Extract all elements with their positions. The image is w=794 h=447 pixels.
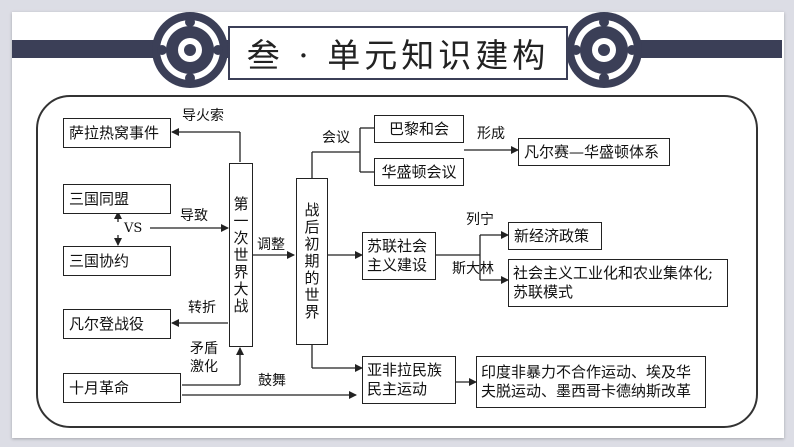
node-october-revolution: 十月革命 <box>63 373 181 403</box>
label-lenin: 列宁 <box>466 212 494 228</box>
node-nep: 新经济政策 <box>508 222 602 250</box>
node-stalin-model: 社会主义工业化和农业集体化;苏联模式 <box>508 259 728 307</box>
title-box: 叁 · 单元知识建构 <box>228 26 568 80</box>
left-medallion-icon <box>152 12 228 88</box>
node-postwar-world: 战后初期的世界 <box>296 178 328 345</box>
node-sarajevo: 萨拉热窝事件 <box>63 118 171 148</box>
label-stalin: 斯大林 <box>452 261 494 277</box>
node-paris-conference: 巴黎和会 <box>374 115 464 143</box>
node-movement-examples: 印度非暴力不合作运动、埃及华夫脱运动、墨西哥卡德纳斯改革 <box>476 356 706 408</box>
label-adjust: 调整 <box>257 237 285 253</box>
node-ww1: 第一次世界大战 <box>229 163 253 347</box>
label-form: 形成 <box>477 126 505 142</box>
label-inspire: 鼓舞 <box>258 373 286 389</box>
node-washington-conference: 华盛顿会议 <box>374 158 464 186</box>
node-verdun: 凡尔登战役 <box>63 309 171 339</box>
label-meeting: 会议 <box>322 130 350 146</box>
label-vs: VS <box>124 221 143 236</box>
label-fuse: 导火索 <box>182 108 224 124</box>
node-versailles-system: 凡尔赛—华盛顿体系 <box>518 138 670 166</box>
right-medallion-icon <box>566 12 642 88</box>
node-soviet-construction: 苏联社会主义建设 <box>362 232 436 280</box>
label-lead: 导致 <box>180 208 208 224</box>
label-conflict: 矛盾激化 <box>190 341 218 376</box>
page-title: 叁 · 单元知识建构 <box>246 36 550 75</box>
label-turn: 转折 <box>188 300 216 316</box>
node-triple-alliance: 三国同盟 <box>63 184 171 214</box>
diagram-frame <box>36 95 758 428</box>
node-entente: 三国协约 <box>63 246 171 276</box>
node-national-movements: 亚非拉民族民主运动 <box>362 356 456 404</box>
